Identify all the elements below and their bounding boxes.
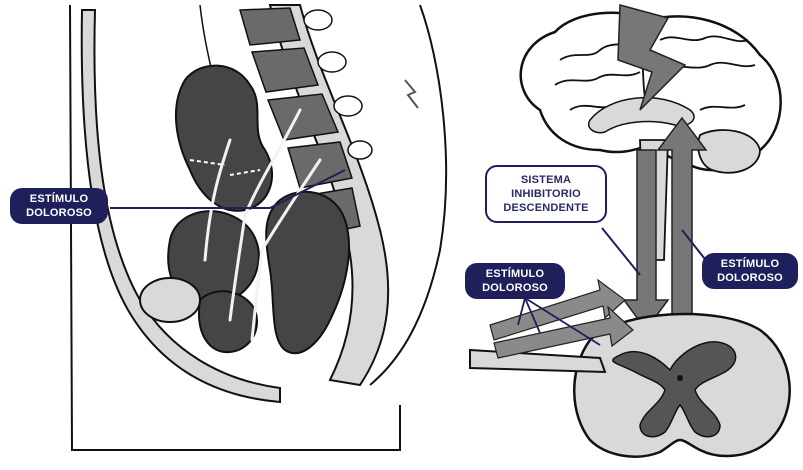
pubic-bone <box>140 278 200 322</box>
pelvis-stimulus-label-line2: DOLOROSO <box>10 206 108 220</box>
descending-system-label: SISTEMA INHIBITORIO DESCENDENTE <box>485 165 607 223</box>
ascending-stimulus-label-line1: ESTÍMULO <box>702 257 798 271</box>
pelvis-stimulus-label: ESTÍMULO DOLOROSO <box>10 188 108 224</box>
pelvis-stimulus-label-line1: ESTÍMULO <box>10 192 108 206</box>
pelvis-sagittal-section <box>70 5 446 450</box>
ascending-stimulus-label-line2: DOLOROSO <box>702 271 798 285</box>
descending-system-label-line2: INHIBITORIO <box>487 187 605 201</box>
rectum <box>266 192 349 353</box>
afferent-stimulus-label-line1: ESTÍMULO <box>465 267 565 281</box>
central-canal <box>677 375 683 381</box>
spinal-cord-cross-section <box>470 314 790 457</box>
decorative-mark <box>405 80 418 108</box>
descending-system-label-line1: SISTEMA <box>487 173 605 187</box>
pelvic-organ-lower <box>199 291 257 352</box>
descending-system-label-line3: DESCENDENTE <box>487 201 605 215</box>
cerebellum <box>698 130 760 173</box>
afferent-stimulus-label: ESTÍMULO DOLOROSO <box>465 263 565 299</box>
descending-label-connector <box>602 228 640 275</box>
ascending-stimulus-label: ESTÍMULO DOLOROSO <box>702 253 798 289</box>
afferent-stimulus-label-line2: DOLOROSO <box>465 281 565 295</box>
